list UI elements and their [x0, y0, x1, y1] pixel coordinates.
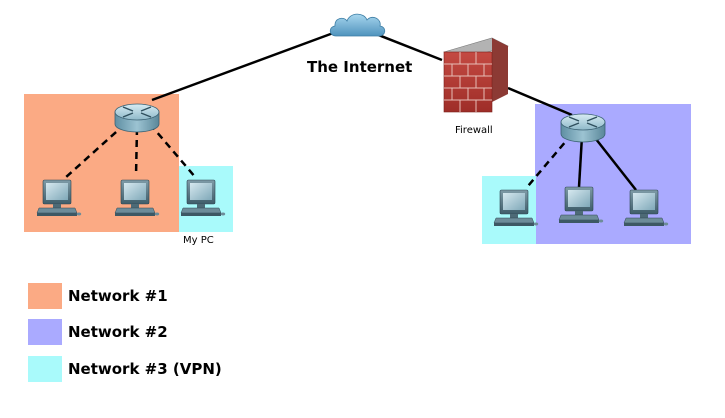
legend-item-network-3: Network #3 (VPN) — [28, 356, 222, 382]
legend-item-network-2: Network #2 — [28, 319, 168, 345]
firewall-icon — [443, 37, 509, 113]
link-router1-internet — [151, 30, 337, 102]
link-router2-pc-right — [591, 133, 637, 191]
firewall-label: Firewall — [455, 125, 493, 136]
link-router2-pc-center — [577, 135, 584, 188]
link-internet-firewall — [375, 32, 443, 62]
link-router1-pc-left — [64, 123, 126, 179]
legend-label: Network #1 — [68, 287, 168, 305]
cloud-icon — [329, 13, 386, 37]
internet-label: The Internet — [307, 58, 412, 76]
router-icon — [114, 103, 160, 133]
legend-label: Network #2 — [68, 323, 168, 341]
router-icon — [560, 113, 606, 143]
legend-swatch-network-3 — [28, 356, 62, 382]
my-pc-label: My PC — [183, 235, 214, 246]
legend-label: Network #3 (VPN) — [68, 360, 222, 378]
link-firewall-router2 — [507, 86, 573, 117]
legend-item-network-1: Network #1 — [28, 283, 168, 309]
link-router1-pc-center — [134, 127, 139, 177]
legend-swatch-network-2 — [28, 319, 62, 345]
legend-swatch-network-1 — [28, 283, 62, 309]
